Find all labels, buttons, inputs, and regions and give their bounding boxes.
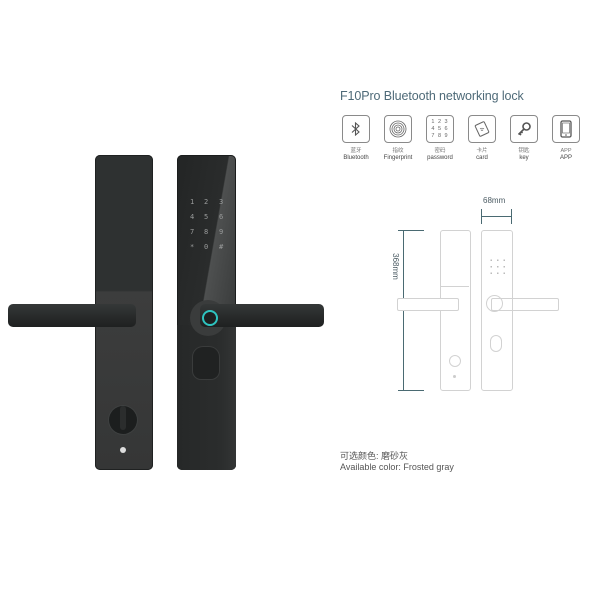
fingerprint-sensor-icon [202, 310, 218, 326]
feature-fingerprint: 指纹 Fingerprint [382, 115, 414, 162]
available-color-cn: 可选颜色: 磨砂灰 [340, 451, 409, 461]
keypad-key: # [219, 243, 224, 251]
feature-password: 1 2 3 4 5 6 7 8 9 密码 password [424, 115, 456, 162]
keypad-key: 3 [219, 198, 224, 206]
phone-app-icon [552, 115, 580, 143]
feature-label-cn: 蓝牙 [350, 148, 362, 154]
keypad-key: 0 [204, 243, 209, 251]
feature-label-cn: 指纹 [392, 148, 404, 154]
feature-label-en: Fingerprint [383, 155, 413, 161]
feature-label-en: card [476, 155, 488, 161]
feature-app: APP APP [550, 115, 582, 162]
thumb-turn-bar [120, 406, 126, 430]
keypad-key: 5 [204, 213, 209, 221]
key-icon [510, 115, 538, 143]
feature-card: 卡片 card [466, 115, 498, 162]
feature-key: 钥匙 key [508, 115, 540, 162]
width-dimension-label: 68mm [483, 196, 506, 205]
keypad-key: 8 [204, 228, 209, 236]
feature-label-cn: 钥匙 [518, 148, 530, 154]
keypad-icon: 1 2 3 4 5 6 7 8 9 [426, 115, 454, 143]
available-color-en: Available color: Frosted gray [340, 462, 454, 472]
feature-label-en: Bluetooth [343, 155, 369, 161]
keypad-key: 9 [219, 228, 224, 236]
available-color: 可选颜色: 磨砂灰 Available color: Frosted gray [340, 451, 454, 473]
reset-hole [120, 447, 126, 453]
feature-label-en: key [519, 155, 529, 161]
feature-label-cn: APP [560, 148, 572, 154]
drawing-inner-handle [397, 298, 459, 311]
outer-handle [200, 304, 324, 327]
width-dimension-line [481, 216, 511, 217]
drawing-keypad [488, 257, 508, 277]
keypad-key: 2 [204, 198, 209, 206]
height-dimension-label: 368mm [390, 251, 400, 282]
keypad-key: 1 [190, 198, 195, 206]
drawing-outer-handle [491, 298, 559, 311]
feature-label-en: password [427, 155, 453, 161]
feature-bluetooth: 蓝牙 Bluetooth [340, 115, 372, 162]
card-icon [468, 115, 496, 143]
feature-label-cn: 卡片 [476, 148, 488, 154]
inner-handle [8, 304, 136, 327]
drawing-thumb-turn [449, 355, 461, 367]
keypad-key: 4 [190, 213, 195, 221]
feature-label-cn: 密码 [434, 148, 446, 154]
keypad-key: 7 [190, 228, 195, 236]
drawing-fingerprint [486, 295, 503, 312]
product-title: F10Pro Bluetooth networking lock [340, 89, 524, 103]
drawing-keyhole [490, 335, 502, 352]
bluetooth-icon [342, 115, 370, 143]
fingerprint-icon [384, 115, 412, 143]
key-cylinder-cover [193, 347, 219, 379]
keypad-key: 6 [219, 213, 224, 221]
feature-label-en: APP [559, 155, 572, 161]
keypad-key: * [190, 243, 195, 251]
